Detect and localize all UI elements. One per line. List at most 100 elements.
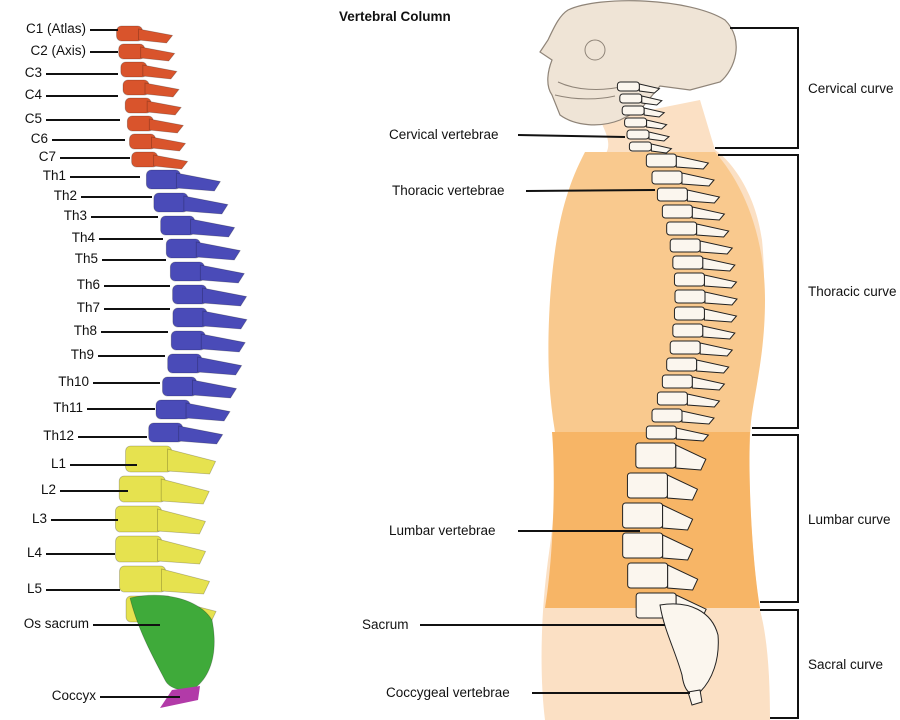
right-leader-lines bbox=[420, 134, 690, 694]
left-label-l1: L1 bbox=[50, 456, 66, 471]
side-spinous-process bbox=[702, 325, 736, 340]
thoracic-leader bbox=[525, 189, 656, 192]
side-spinous-process bbox=[648, 131, 671, 142]
left-leader-lines bbox=[46, 29, 180, 698]
side-vertebra-body bbox=[621, 105, 645, 116]
left-label-th11: Th11 bbox=[53, 400, 83, 415]
side-vertebra-body bbox=[622, 532, 664, 559]
side-spinous-process bbox=[681, 410, 715, 425]
side-spinous-process bbox=[703, 308, 738, 323]
side-vertebra-body bbox=[661, 204, 693, 219]
spinous-process bbox=[146, 100, 182, 116]
spinous-process bbox=[200, 333, 246, 353]
spinous-process bbox=[192, 379, 238, 399]
cervical-curve-bracket bbox=[715, 27, 799, 149]
cervical-leader bbox=[517, 134, 626, 138]
side-spinous-process bbox=[703, 274, 738, 289]
side-spinous-process bbox=[675, 427, 710, 442]
side-spinous-process bbox=[666, 474, 699, 501]
left-label-th10: Th10 bbox=[58, 374, 89, 389]
left-label-coccyx: Coccyx bbox=[51, 688, 96, 703]
sacrum-shape bbox=[129, 594, 215, 691]
vertebra-body bbox=[153, 192, 189, 213]
left-label-th4: Th4 bbox=[71, 230, 95, 245]
sacral-curve-bracket bbox=[760, 609, 799, 719]
side-vertebra-body bbox=[672, 255, 704, 270]
spinous-process bbox=[199, 264, 245, 284]
spinous-process bbox=[190, 218, 236, 238]
vertebra-body bbox=[165, 238, 201, 259]
side-spinous-process bbox=[704, 291, 738, 306]
left-label-th12: Th12 bbox=[43, 428, 74, 443]
side-spinous-process bbox=[675, 444, 707, 471]
side-vertebra-body bbox=[669, 238, 701, 253]
side-vertebra-body bbox=[628, 141, 652, 152]
side-vertebra-body bbox=[626, 472, 668, 499]
side-vertebra-body bbox=[656, 187, 688, 202]
side-spinous-process bbox=[686, 393, 721, 408]
vertebra-body bbox=[155, 399, 191, 420]
spinous-process bbox=[140, 46, 176, 62]
side-spinous-process bbox=[699, 240, 734, 255]
left-label-th1: Th1 bbox=[42, 168, 66, 183]
left-label-c1-atlas: C1 (Atlas) bbox=[25, 21, 86, 36]
left-label-c4: C4 bbox=[24, 87, 42, 102]
spinous-process bbox=[138, 28, 174, 44]
thoracic-curve-label: Thoracic curve bbox=[808, 284, 897, 299]
side-spinous-process bbox=[675, 155, 710, 170]
spinous-process bbox=[197, 356, 243, 376]
sacral-curve-label: Sacral curve bbox=[808, 657, 884, 672]
side-vertebra-body bbox=[651, 408, 683, 423]
spinous-process bbox=[175, 172, 222, 192]
vertebra-body bbox=[148, 422, 184, 443]
spine-side-view bbox=[616, 81, 738, 706]
spinous-process bbox=[157, 508, 207, 535]
lumbar-vertebrae-label: Lumbar vertebrae bbox=[389, 523, 496, 538]
side-spinous-process bbox=[643, 107, 666, 118]
side-vertebra-body bbox=[635, 442, 677, 469]
side-vertebra-body bbox=[645, 425, 677, 440]
side-spinous-process bbox=[638, 83, 661, 94]
left-label-th2: Th2 bbox=[53, 188, 77, 203]
side-vertebra-body bbox=[666, 221, 698, 236]
left-label-th8: Th8 bbox=[73, 323, 97, 338]
side-vertebra-body bbox=[651, 170, 683, 185]
spinous-process bbox=[157, 538, 207, 565]
spinous-process bbox=[153, 154, 189, 170]
spinous-process bbox=[167, 448, 217, 475]
thoracic-curve-bracket bbox=[718, 154, 799, 429]
skull bbox=[539, 0, 737, 126]
side-spinous-process bbox=[691, 376, 726, 391]
spinous-process bbox=[195, 241, 241, 261]
vertebra-body bbox=[167, 353, 203, 374]
spinous-process bbox=[160, 478, 210, 505]
side-vertebra-body bbox=[673, 306, 705, 321]
side-spinous-process bbox=[662, 504, 694, 531]
cervical-vertebrae-label: Cervical vertebrae bbox=[389, 127, 499, 142]
side-vertebra-body bbox=[669, 340, 701, 355]
side-spinous-process bbox=[699, 342, 734, 357]
side-vertebra-body bbox=[672, 323, 704, 338]
left-label-th5: Th5 bbox=[74, 251, 98, 266]
spinous-process bbox=[142, 64, 178, 80]
sacrum-label: Sacrum bbox=[362, 617, 409, 632]
vertebra-body bbox=[115, 535, 162, 563]
left-label-l3: L3 bbox=[31, 511, 47, 526]
spinous-process bbox=[183, 195, 229, 215]
side-spinous-process bbox=[681, 172, 715, 187]
curve-brackets bbox=[715, 27, 799, 719]
spinous-process bbox=[144, 82, 180, 98]
left-label-th9: Th9 bbox=[70, 347, 94, 362]
side-vertebra-body bbox=[645, 153, 677, 168]
thoracic-vertebrae-label: Thoracic vertebrae bbox=[392, 183, 505, 198]
eye-socket bbox=[584, 39, 606, 61]
teeth-line bbox=[554, 94, 616, 100]
spinous-process bbox=[178, 425, 224, 445]
vertebra-body bbox=[172, 284, 207, 305]
vertebra-body bbox=[169, 261, 205, 282]
spinous-process bbox=[202, 310, 248, 330]
side-vertebra-body bbox=[627, 562, 669, 589]
side-spinous-process bbox=[662, 534, 694, 561]
